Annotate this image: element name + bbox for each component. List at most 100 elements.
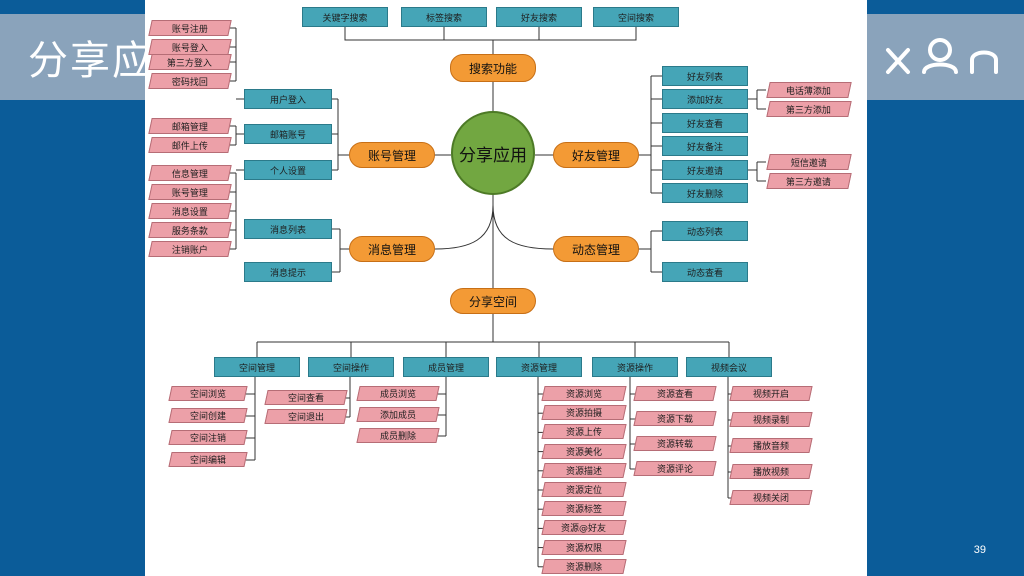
- space-item-3-4: 资源描述: [541, 462, 627, 478]
- space-item-5-2: 播放音频: [729, 438, 813, 453]
- space-item-3-0-label: 资源浏览: [565, 390, 602, 400]
- account-item-1-1-label: 邮件上传: [171, 141, 208, 152]
- space-item-1-1: 空间退出: [264, 409, 348, 424]
- space-item-2-0: 成员浏览: [356, 386, 440, 401]
- center-node: 分享应用: [451, 111, 535, 195]
- search-item-3: 空间搜索: [593, 7, 679, 27]
- space-item-3-1: 资源拍摄: [541, 405, 627, 421]
- space-item-5-4-label: 视频关闭: [752, 494, 789, 504]
- account-item-0-0-label: 账号注册: [171, 24, 208, 35]
- space-item-4-3: 资源评论: [633, 461, 717, 476]
- space-item-3-3-label: 资源美化: [565, 447, 602, 458]
- account-group-2: 个人设置: [244, 160, 332, 180]
- account-group-1: 邮箱账号: [244, 124, 332, 144]
- space-group-5: 视频会议: [686, 357, 772, 377]
- main-node-space: 分享空间: [450, 288, 536, 314]
- friend-item-1: 添加好友: [662, 89, 748, 109]
- main-node-search: 搜索功能: [450, 54, 536, 82]
- space-item-3-0: 资源浏览: [541, 386, 627, 401]
- space-item-3-6: 资源标签: [541, 501, 627, 517]
- space-item-0-1-label: 空间创建: [189, 412, 226, 422]
- account-item-1-0: 邮箱管理: [148, 118, 232, 134]
- account-item-2-2: 消息设置: [148, 203, 232, 219]
- account-item-1-0-label: 邮箱管理: [171, 122, 208, 133]
- account-item-2-1-label: 账号管理: [171, 188, 208, 199]
- space-item-3-7-label: 资源@好友: [561, 524, 607, 535]
- account-item-0-1: 账号登入: [148, 39, 232, 55]
- space-item-3-2-label: 资源上传: [565, 428, 602, 439]
- space-item-0-3: 空间编辑: [168, 452, 248, 467]
- space-item-1-0-label: 空间查看: [287, 394, 324, 404]
- space-item-4-0-label: 资源查看: [656, 390, 693, 400]
- search-item-2: 好友搜索: [496, 7, 582, 27]
- space-item-3-9-label: 资源删除: [565, 562, 602, 573]
- space-item-2-2: 成员删除: [356, 428, 440, 443]
- message-item-0: 消息列表: [244, 219, 332, 239]
- xqr-logo: [884, 36, 1004, 84]
- space-item-3-3: 资源美化: [541, 443, 627, 459]
- space-item-5-3: 播放视频: [729, 464, 813, 479]
- friend-add-sub-0-label: 电话薄添加: [786, 86, 832, 97]
- account-item-0-3-label: 密码找回: [171, 77, 208, 88]
- account-item-2-2-label: 消息设置: [171, 207, 208, 218]
- search-item-1: 标签搜索: [401, 7, 487, 27]
- account-item-2-0: 信息管理: [148, 165, 232, 181]
- space-item-3-1-label: 资源拍摄: [565, 409, 602, 420]
- space-item-0-2: 空间注销: [168, 430, 248, 445]
- account-group-0: 用户登入: [244, 89, 332, 109]
- space-item-3-5: 资源定位: [541, 482, 627, 497]
- main-node-dynamic: 动态管理: [553, 236, 639, 262]
- space-item-5-4: 视频关闭: [729, 490, 813, 505]
- account-item-0-1-label: 账号登入: [171, 43, 208, 54]
- account-item-2-3: 服务条款: [148, 222, 232, 238]
- mind-map-diagram: 分享应用 搜索功能账号管理 好友管理消息管理 动态管理分享空间 关键字搜索标签搜索好友搜…: [145, 0, 867, 576]
- friend-invite-sub-0-label: 短信邀请: [790, 158, 827, 169]
- account-item-0-3: 密码找回: [148, 73, 232, 89]
- account-item-1-1: 邮件上传: [148, 137, 232, 153]
- space-item-3-2: 资源上传: [541, 424, 627, 440]
- space-item-2-1: 添加成员: [356, 407, 440, 422]
- message-item-1: 消息提示: [244, 262, 332, 282]
- friend-add-sub-0: 电话薄添加: [766, 82, 852, 98]
- space-item-2-2-label: 成员删除: [379, 432, 416, 442]
- link-search-bus: [344, 27, 637, 41]
- connector-lines: [228, 27, 766, 568]
- link-center-message: [434, 204, 494, 250]
- friend-item-4: 好友邀请: [662, 160, 748, 180]
- account-item-2-4-label: 注销账户: [171, 245, 208, 256]
- space-item-5-3-label: 播放视频: [752, 468, 789, 478]
- page-number: 39: [973, 544, 986, 556]
- space-group-0: 空间管理: [214, 357, 300, 377]
- account-item-2-1: 账号管理: [148, 184, 232, 200]
- search-item-0: 关键字搜索: [302, 7, 388, 27]
- friend-invite-sub-1: 第三方邀请: [766, 173, 852, 189]
- account-item-0-2: 第三方登入: [148, 54, 232, 70]
- main-node-message: 消息管理: [349, 236, 435, 262]
- space-item-4-0: 资源查看: [633, 386, 717, 401]
- space-item-4-2-label: 资源转载: [656, 440, 693, 450]
- main-node-account: 账号管理: [349, 142, 435, 168]
- xqr-logo-mark: [886, 38, 998, 74]
- space-item-0-0: 空间浏览: [168, 386, 248, 401]
- space-item-0-3-label: 空间编辑: [189, 456, 226, 466]
- main-node-friends: 好友管理: [553, 142, 639, 168]
- space-group-3: 资源管理: [496, 357, 582, 377]
- link-center-dynamic: [492, 204, 554, 250]
- space-item-1-1-label: 空间退出: [287, 413, 324, 423]
- space-item-4-2: 资源转载: [633, 436, 717, 451]
- friend-item-5: 好友删除: [662, 183, 748, 203]
- account-item-0-2-label: 第三方登入: [167, 58, 213, 69]
- space-item-2-1-label: 添加成员: [379, 411, 416, 421]
- space-item-2-0-label: 成员浏览: [379, 390, 416, 400]
- space-item-4-3-label: 资源评论: [656, 465, 693, 475]
- space-item-0-2-label: 空间注销: [189, 434, 226, 444]
- friend-item-2: 好友查看: [662, 113, 748, 133]
- space-item-3-7: 资源@好友: [541, 520, 627, 536]
- space-item-5-1: 视频录制: [729, 412, 813, 427]
- account-item-2-0-label: 信息管理: [171, 169, 208, 180]
- dynamic-item-1: 动态查看: [662, 262, 748, 282]
- space-item-3-4-label: 资源描述: [565, 466, 602, 477]
- space-item-3-6-label: 资源标签: [565, 505, 602, 516]
- space-group-1: 空间操作: [308, 357, 394, 377]
- space-item-5-0: 视频开启: [729, 386, 813, 401]
